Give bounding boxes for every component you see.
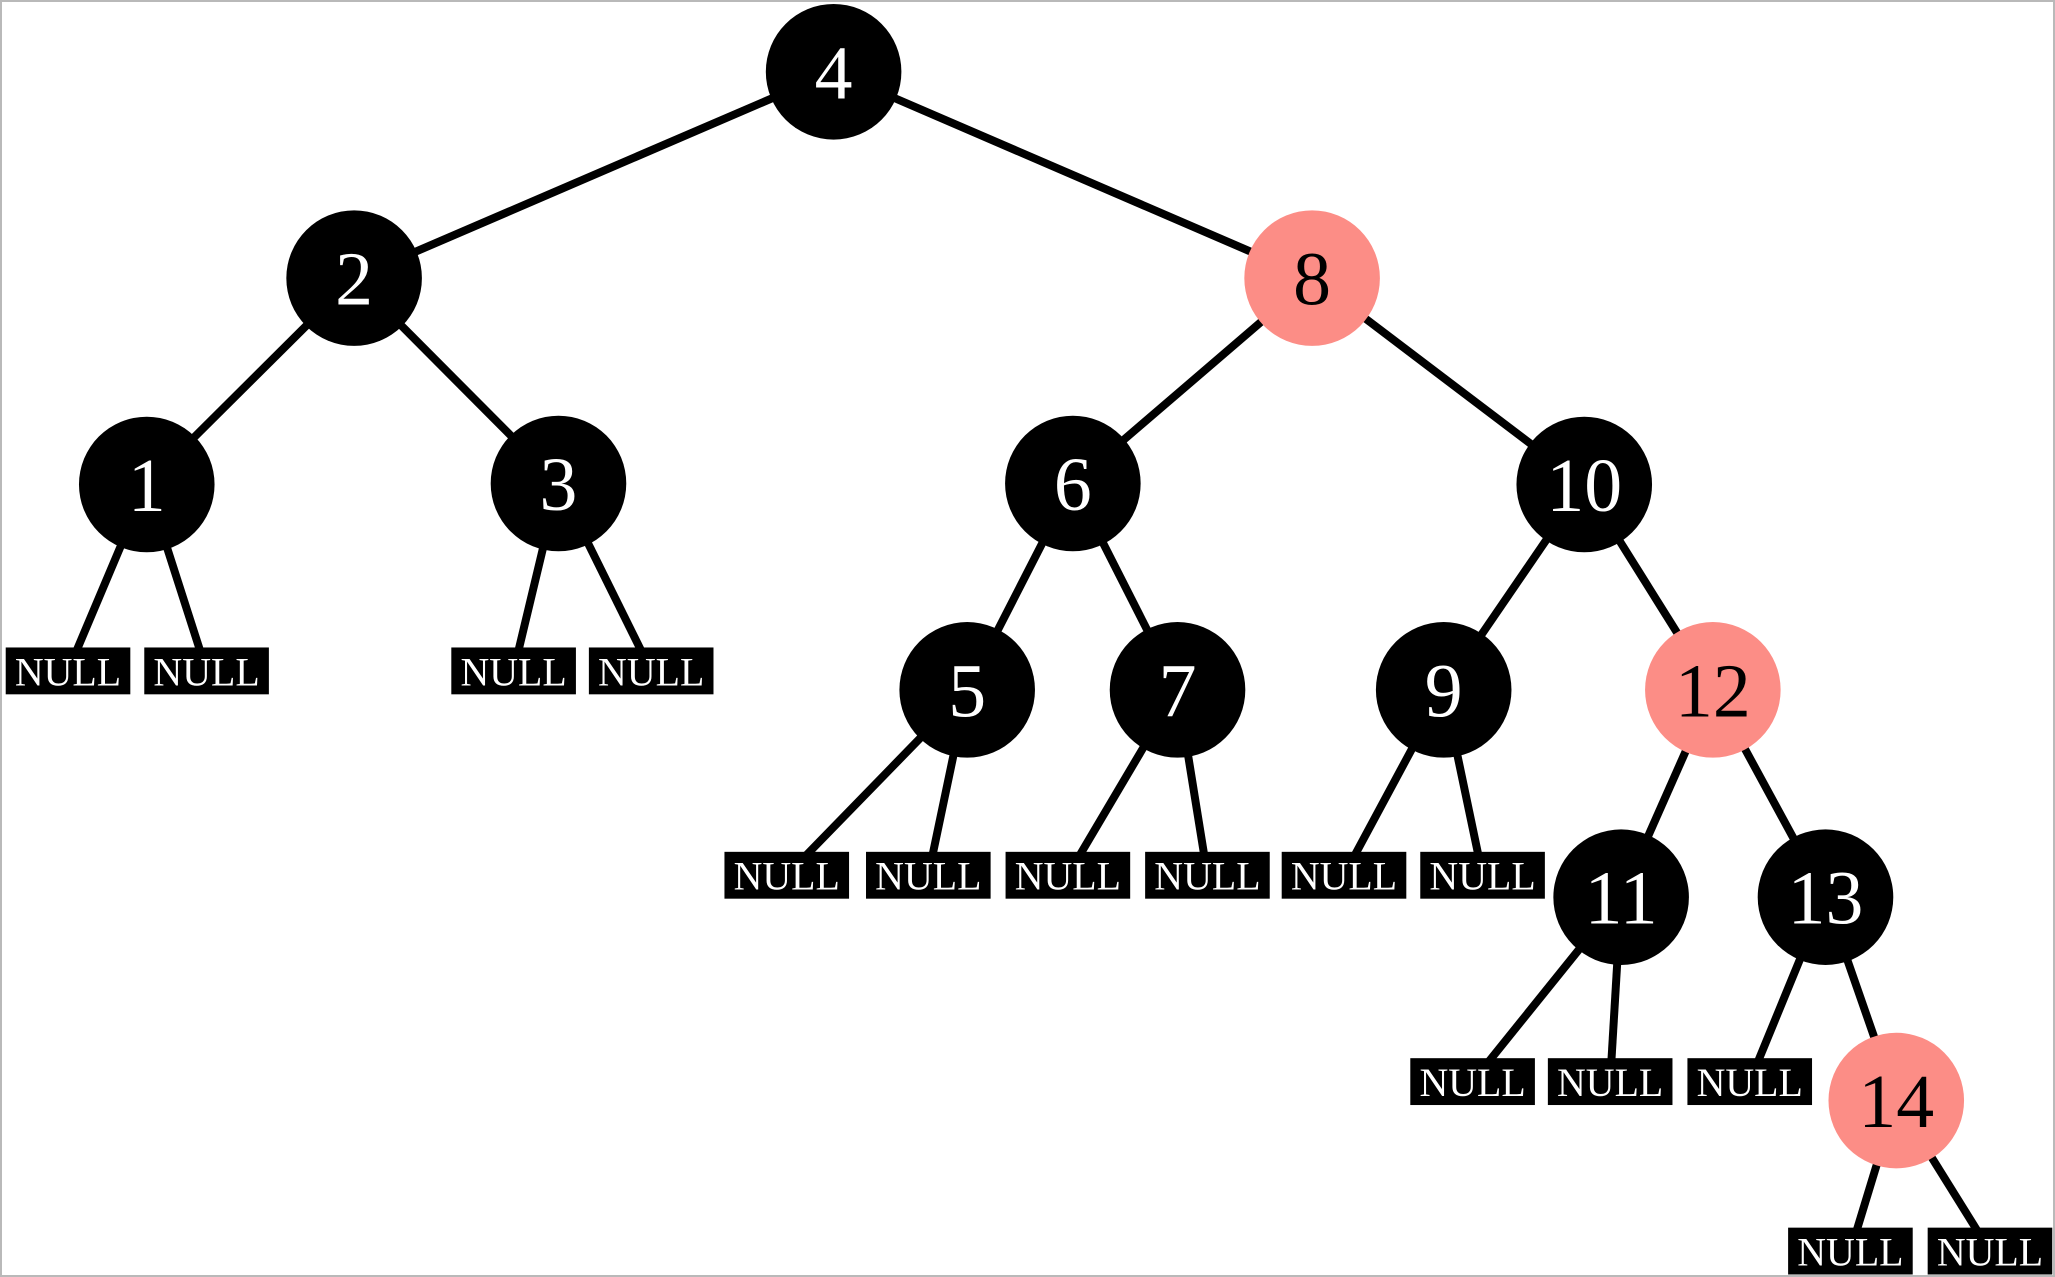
black-node-circle (1005, 415, 1141, 552)
black-node-circle (490, 415, 627, 552)
node-label: 5 (948, 649, 986, 733)
black-node-circle (78, 416, 215, 553)
null-leaf-n11r: NULL (1547, 1058, 1673, 1106)
null-box (724, 851, 850, 899)
tree-node-1: 1 (78, 416, 215, 553)
black-node-circle (286, 210, 422, 346)
node-label: 3 (540, 443, 578, 527)
node-label: 11 (1585, 857, 1658, 941)
null-label: NULL (15, 649, 121, 694)
black-node-circle (1757, 829, 1894, 965)
red-node-circle (1244, 210, 1380, 346)
null-leaf-n13l: NULL (1687, 1058, 1813, 1106)
null-leaf-n1r: NULL (144, 647, 269, 695)
null-box (5, 647, 131, 695)
node-label: 8 (1293, 238, 1331, 322)
null-box (144, 647, 269, 695)
null-leaf-n1l: NULL (5, 647, 131, 695)
tree-node-8: 8 (1244, 210, 1380, 346)
null-box (1410, 1058, 1535, 1106)
null-label: NULL (1154, 854, 1260, 899)
node-label: 13 (1788, 857, 1864, 941)
node-label: 6 (1054, 443, 1092, 527)
black-node-circle (899, 622, 1035, 758)
null-box (1420, 851, 1545, 899)
black-node-circle (1375, 622, 1512, 758)
null-label: NULL (1291, 854, 1397, 899)
null-label: NULL (1015, 854, 1121, 899)
null-leaf-n7r: NULL (1145, 851, 1270, 899)
red-node-circle (1828, 1032, 1965, 1169)
node-label: 14 (1858, 1060, 1934, 1144)
null-box (1547, 1058, 1673, 1106)
tree-node-2: 2 (286, 210, 422, 346)
null-leaf-n5r: NULL (866, 851, 991, 899)
null-leaf-n5l: NULL (724, 851, 850, 899)
node-label: 2 (335, 238, 373, 322)
null-box (1687, 1058, 1813, 1106)
tree-node-11: 11 (1553, 829, 1689, 965)
null-label: NULL (153, 649, 259, 694)
null-label: NULL (875, 854, 981, 899)
tree-node-5: 5 (899, 622, 1035, 758)
null-label: NULL (1557, 1060, 1663, 1105)
red-node-circle (1645, 622, 1781, 758)
black-node-circle (1553, 829, 1689, 965)
node-label: 12 (1675, 649, 1751, 733)
black-node-circle (1109, 622, 1246, 758)
null-leaf-n14l: NULL (1788, 1227, 1913, 1275)
tree-node-12: 12 (1645, 622, 1781, 758)
node-label: 7 (1159, 649, 1197, 733)
null-label: NULL (1429, 854, 1535, 899)
tree-edge-4-8 (832, 68, 1314, 282)
tree-node-4: 4 (765, 3, 902, 140)
null-box (451, 647, 576, 695)
black-node-circle (765, 3, 902, 140)
tree-node-7: 7 (1109, 622, 1246, 758)
tree-node-13: 13 (1757, 829, 1894, 965)
tree-node-10: 10 (1516, 416, 1653, 553)
null-leaf-n9r: NULL (1420, 851, 1545, 899)
tree-node-14: 14 (1828, 1032, 1965, 1169)
null-label: NULL (1697, 1060, 1803, 1105)
null-leaf-n7l: NULL (1005, 851, 1131, 899)
null-leaf-n3r: NULL (588, 647, 714, 695)
null-label: NULL (734, 854, 840, 899)
null-leaf-n9l: NULL (1281, 851, 1407, 899)
node-label: 10 (1546, 444, 1622, 528)
tree-node-3: 3 (490, 415, 627, 552)
black-node-circle (1516, 416, 1653, 553)
null-box (588, 647, 714, 695)
node-label: 4 (815, 31, 853, 115)
null-label: NULL (1797, 1229, 1903, 1274)
null-box (1788, 1227, 1913, 1275)
null-box (1005, 851, 1131, 899)
tree-node-6: 6 (1005, 415, 1141, 552)
null-label: NULL (598, 649, 704, 694)
tree-edge-4-2 (352, 68, 836, 282)
node-label: 1 (128, 444, 166, 528)
node-label: 9 (1425, 649, 1463, 733)
null-label: NULL (1937, 1229, 2043, 1274)
null-leaves-layer: NULL NULL NULL NULL NULL NULL NULL NULL NULL NULL… (5, 647, 2053, 1275)
tree-node-9: 9 (1375, 622, 1512, 758)
null-box (866, 851, 991, 899)
null-leaf-n14r: NULL (1927, 1227, 2053, 1275)
null-box (1145, 851, 1270, 899)
null-label: NULL (460, 649, 566, 694)
null-leaf-n11l: NULL (1410, 1058, 1535, 1106)
null-label: NULL (1419, 1060, 1525, 1105)
null-box (1927, 1227, 2053, 1275)
null-box (1281, 851, 1407, 899)
null-leaf-n3l: NULL (451, 647, 576, 695)
